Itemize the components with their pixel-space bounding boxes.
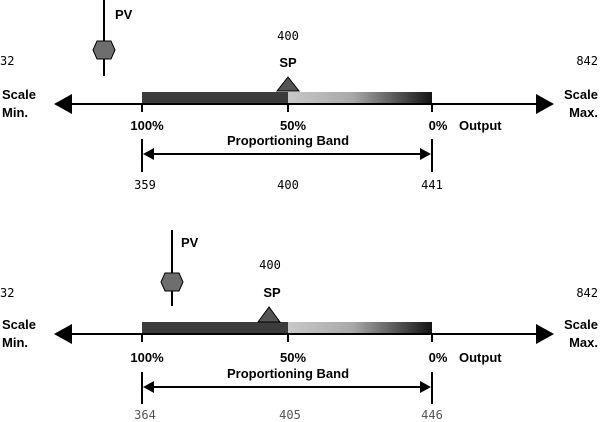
scale-max-value: 842 [576, 286, 598, 300]
arrow-right-icon [536, 324, 554, 344]
output-label: Output [459, 118, 502, 133]
band-low-value: 359 [134, 178, 156, 192]
arrow-left-icon [54, 324, 72, 344]
band-high-value: 446 [421, 408, 443, 422]
scale-min-value: 32 [0, 54, 14, 68]
band-arrow-left-icon [143, 381, 154, 393]
pv-label: PV [115, 7, 133, 22]
sp-value: 400 [277, 29, 299, 43]
scale-min-label-line1: Scale [2, 317, 36, 332]
band-arrow-right-icon [420, 148, 431, 160]
sp-marker-icon [257, 306, 281, 323]
pct-0-label: 0% [429, 118, 448, 133]
scale-max-label-line1: Scale [564, 317, 598, 332]
band-high-value: 441 [421, 178, 443, 192]
pct-50-label: 50% [280, 118, 306, 133]
scale-max-label-line1: Scale [564, 87, 598, 102]
sp-label: SP [263, 285, 281, 300]
output-label: Output [459, 350, 502, 365]
pv-marker-icon [92, 40, 116, 60]
scale-min-label-line2: Min. [2, 335, 28, 350]
sp-label: SP [279, 55, 297, 70]
pv-marker-icon [160, 272, 184, 292]
band-arrow-left-icon [143, 148, 154, 160]
output-bar-fade [288, 92, 432, 105]
scale-max-label-line2: Max. [569, 105, 598, 120]
band-low-value: 364 [134, 408, 156, 422]
band-arrow-right-icon [420, 381, 431, 393]
output-bar-fade [288, 322, 432, 335]
arrow-left-icon [54, 94, 72, 114]
scale-min-label-line1: Scale [2, 87, 36, 102]
panel-top: PV 400 SP 32 842 Scale Min. Scale Max. 1… [0, 0, 598, 192]
band-mid-value: 400 [277, 178, 299, 192]
scale-max-value: 842 [576, 54, 598, 68]
sp-value: 400 [259, 258, 281, 272]
band-mid-value: 405 [279, 408, 301, 422]
output-bar-full [142, 92, 288, 105]
pv-label: PV [181, 235, 199, 250]
proportioning-band-label: Proportioning Band [227, 133, 349, 148]
output-bar-full [142, 322, 288, 335]
pct-50-label: 50% [280, 350, 306, 365]
pct-0-label: 0% [429, 350, 448, 365]
sp-marker-icon [275, 76, 301, 92]
proportioning-band-label: Proportioning Band [227, 366, 349, 381]
panel-bottom: PV 400 SP 32 842 Scale Min. Scale Max. 1… [0, 230, 598, 422]
scale-max-label-line2: Max. [569, 335, 598, 350]
scale-min-label-line2: Min. [2, 105, 28, 120]
pct-100-label: 100% [130, 350, 164, 365]
pct-100-label: 100% [130, 118, 164, 133]
scale-min-value: 32 [0, 286, 14, 300]
arrow-right-icon [536, 94, 554, 114]
